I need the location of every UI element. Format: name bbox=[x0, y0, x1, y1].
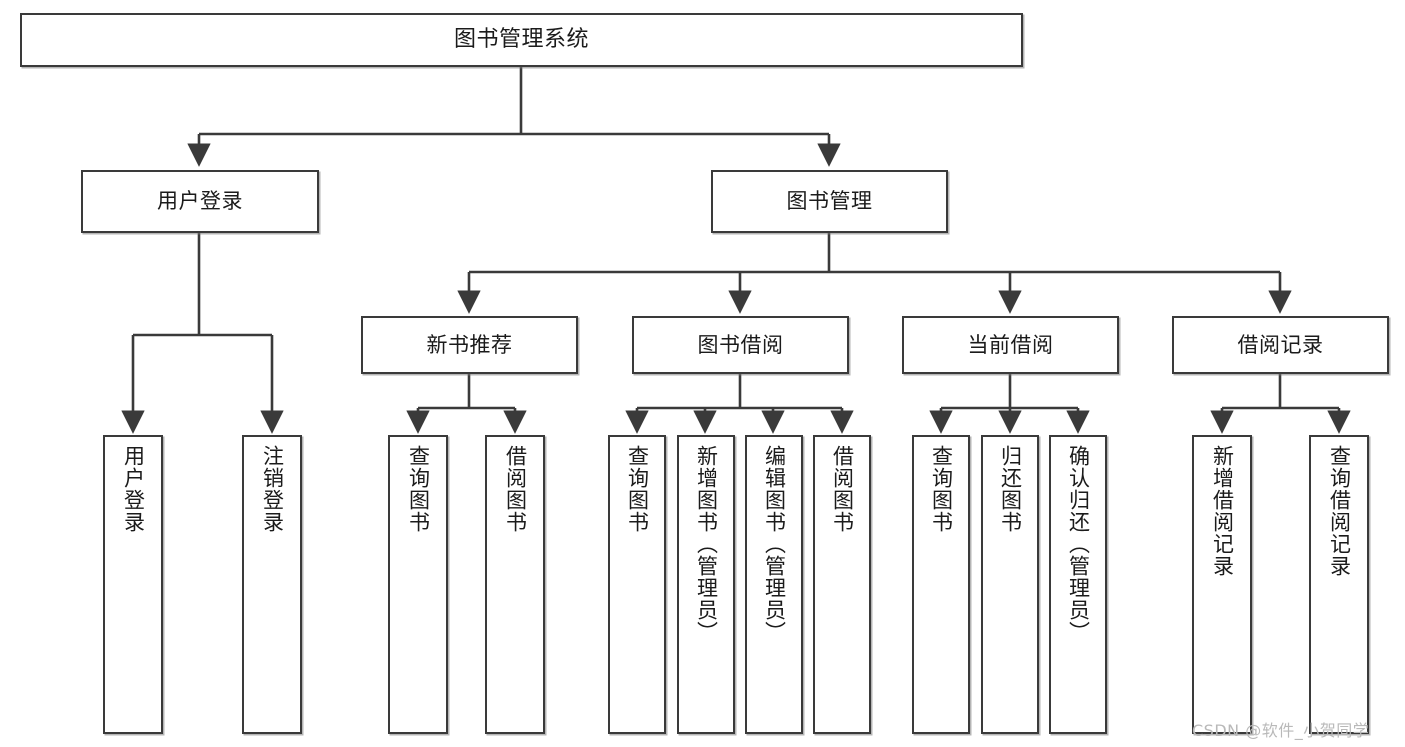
node-label: 当前借阅 bbox=[967, 332, 1054, 357]
node-label: 编辑图书（管理员） bbox=[762, 445, 787, 643]
node-label: 新增借阅记录 bbox=[1210, 445, 1235, 577]
leaf-borrow-add-book-admin[interactable]: 新增图书（管理员） bbox=[677, 435, 735, 734]
node-root-system[interactable]: 图书管理系统 bbox=[20, 13, 1023, 67]
node-label: 查询图书 bbox=[625, 445, 650, 533]
node-label: 图书管理系统 bbox=[453, 27, 589, 53]
node-label: 用户登录 bbox=[157, 189, 243, 214]
node-book-management[interactable]: 图书管理 bbox=[711, 170, 948, 233]
leaf-recommend-query-book[interactable]: 查询图书 bbox=[388, 435, 448, 734]
node-current-borrow[interactable]: 当前借阅 bbox=[902, 316, 1119, 374]
leaf-current-confirm-return-admin[interactable]: 确认归还（管理员） bbox=[1049, 435, 1107, 734]
node-label: 新增图书（管理员） bbox=[694, 445, 719, 643]
leaf-recommend-borrow-book[interactable]: 借阅图书 bbox=[485, 435, 545, 734]
node-label: 图书管理 bbox=[786, 189, 873, 214]
node-new-book-recommend[interactable]: 新书推荐 bbox=[361, 316, 578, 374]
leaf-current-query-book[interactable]: 查询图书 bbox=[912, 435, 970, 734]
node-label: 图书借阅 bbox=[697, 332, 784, 357]
node-label: 查询图书 bbox=[406, 445, 431, 533]
node-label: 归还图书 bbox=[998, 445, 1023, 533]
node-book-borrow[interactable]: 图书借阅 bbox=[632, 316, 849, 374]
leaf-user-login[interactable]: 用户登录 bbox=[103, 435, 163, 734]
node-user-login[interactable]: 用户登录 bbox=[81, 170, 319, 233]
leaf-record-query-borrow-record[interactable]: 查询借阅记录 bbox=[1309, 435, 1369, 734]
node-label: 注销登录 bbox=[260, 445, 285, 533]
node-label: 借阅图书 bbox=[830, 445, 855, 533]
leaf-record-add-borrow-record[interactable]: 新增借阅记录 bbox=[1192, 435, 1252, 734]
node-borrow-record[interactable]: 借阅记录 bbox=[1172, 316, 1389, 374]
csdn-watermark: CSDN @软件_小贺同学 bbox=[1192, 721, 1370, 740]
leaf-borrow-edit-book-admin[interactable]: 编辑图书（管理员） bbox=[745, 435, 803, 734]
leaf-current-return-book[interactable]: 归还图书 bbox=[981, 435, 1039, 734]
node-label: 确认归还（管理员） bbox=[1066, 445, 1091, 643]
leaf-borrow-borrow-book[interactable]: 借阅图书 bbox=[813, 435, 871, 734]
node-label: 新书推荐 bbox=[426, 332, 513, 357]
node-label: 借阅记录 bbox=[1237, 332, 1324, 357]
node-label: 查询图书 bbox=[929, 445, 954, 533]
leaf-borrow-query-book[interactable]: 查询图书 bbox=[608, 435, 666, 734]
leaf-logout[interactable]: 注销登录 bbox=[242, 435, 302, 734]
node-label: 用户登录 bbox=[121, 445, 146, 533]
node-label: 借阅图书 bbox=[503, 445, 528, 533]
node-label: 查询借阅记录 bbox=[1327, 445, 1352, 577]
